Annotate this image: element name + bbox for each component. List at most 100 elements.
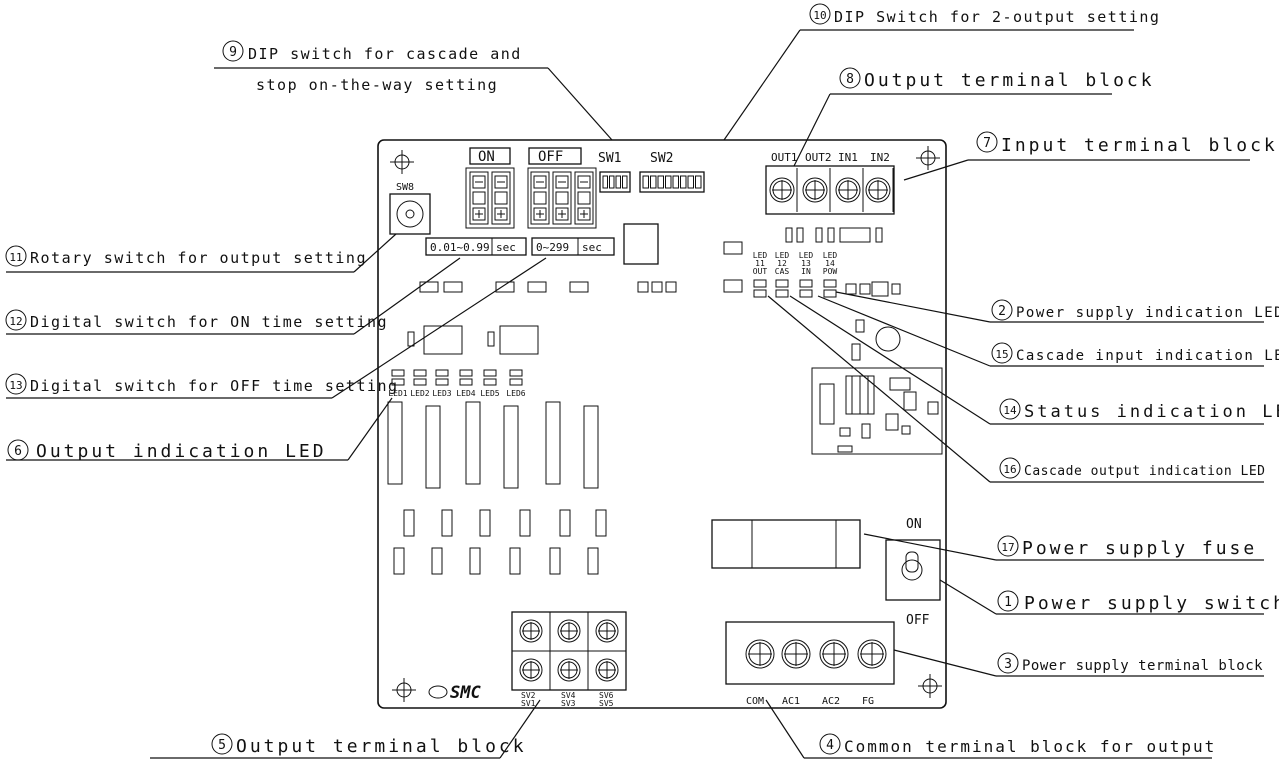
callout-11-num: 11: [9, 251, 22, 264]
dip-slot: [657, 175, 664, 189]
output-led-label: LED1: [388, 389, 407, 398]
status-led-label: 14: [825, 259, 835, 268]
mounting-hole-tl: [390, 150, 414, 174]
callout-16-text: Cascade output indication LED: [1024, 464, 1265, 479]
power-screw: [781, 639, 811, 669]
callout-15: 15 Cascade input indication LED: [991, 342, 1279, 364]
power-supply-fuse[interactable]: [711, 519, 861, 569]
dip-slot: [602, 175, 608, 189]
dip-slot: [672, 175, 679, 189]
top-terminal-screws: [769, 168, 894, 212]
driver-column: [583, 405, 599, 489]
status-led-label: OUT: [753, 267, 768, 276]
terminal-fg-label: FG: [862, 696, 874, 707]
small-vertical: [509, 547, 521, 575]
callout-1-num: 1: [1004, 595, 1012, 610]
callout-3-num: 3: [1004, 657, 1012, 672]
on-sec-label: sec: [496, 241, 516, 254]
dip-slot: [609, 175, 615, 189]
callout-14-num: 14: [1003, 404, 1017, 417]
dip-slot: [615, 175, 621, 189]
callout-7-num: 7: [983, 136, 991, 151]
small-vertical: [595, 509, 607, 537]
mounting-hole-br: [918, 674, 942, 698]
callout-10-text: DIP Switch for 2-output setting: [834, 8, 1160, 26]
small-vertical: [441, 509, 453, 537]
rotary-dial: [396, 200, 424, 228]
terminal-in1-label: IN1: [838, 151, 858, 164]
terminal-ac2-label: AC2: [822, 696, 840, 707]
dip-slots: [602, 175, 702, 189]
callout-8-num: 8: [846, 72, 854, 87]
callout-13: 13 Digital switch for OFF time setting: [5, 373, 397, 395]
dip-switch-sw1[interactable]: [599, 171, 631, 193]
terminal-screw: [835, 177, 861, 203]
callout-2-text: Power supply indication LED: [1016, 305, 1279, 321]
callout-4: 4 Common terminal block for output: [819, 733, 1214, 756]
small-vertical: [519, 509, 531, 537]
terminal-com-label: COM: [746, 696, 764, 707]
callout-1: 1 Power supply switch: [997, 590, 1279, 614]
callout-16-num: 16: [1003, 463, 1016, 476]
off-sec-box: [577, 237, 615, 256]
on-digital-switch[interactable]: [465, 167, 515, 229]
on-header-label: ON: [478, 149, 495, 165]
callout-17-text: Power supply fuse: [1022, 538, 1257, 559]
off-range-label: 0~299: [536, 241, 569, 254]
dip-slot: [695, 175, 702, 189]
driver-column: [545, 401, 561, 485]
small-vertical: [431, 547, 443, 575]
dip-slot: [622, 175, 628, 189]
status-led-label: IN: [801, 267, 811, 276]
dip-slot: [680, 175, 687, 189]
smc-brand-text: SMC: [450, 683, 481, 703]
power-supply-switch[interactable]: [885, 539, 941, 601]
callout-9-num: 9: [229, 45, 237, 60]
callout-14: 14 Status indication LED: [999, 398, 1279, 422]
switch-off-label: OFF: [906, 613, 930, 628]
callout-6: 6 Output indication LED: [7, 439, 324, 462]
driver-column: [465, 401, 481, 485]
callout-10-num: 10: [813, 9, 826, 22]
rotary-switch-sw8[interactable]: [389, 193, 431, 235]
status-led-label: LED: [753, 251, 768, 260]
small-vertical: [549, 547, 561, 575]
output-led-label: LED6: [506, 389, 525, 398]
callout-4-num: 4: [826, 738, 834, 753]
smc-logo: SMC: [428, 683, 481, 703]
callout-9-text: DIP switch for cascade and: [248, 45, 522, 63]
small-components-top: [723, 227, 901, 361]
driver-column: [387, 401, 403, 485]
switch-on-label: ON: [906, 517, 922, 532]
terminal-out1-label: OUT1: [771, 151, 798, 164]
status-led-label: POW: [823, 267, 838, 276]
rotary-knob: [405, 209, 415, 219]
off-header-label: OFF: [538, 149, 563, 165]
callout-6-num: 6: [14, 444, 22, 459]
on-range-label: 0.01~0.99: [430, 241, 490, 254]
callout-5-text: Output terminal block: [236, 736, 527, 757]
dip-slot: [642, 175, 649, 189]
status-led-label: 11: [755, 259, 765, 268]
small-vertical: [587, 547, 599, 575]
small-vertical: [403, 509, 415, 537]
sv-screw: [519, 658, 543, 682]
off-digital-switch[interactable]: [527, 167, 597, 229]
terminal-out2-label: OUT2: [805, 151, 832, 164]
sv3-label: SV3: [561, 699, 576, 708]
sv2-label: SV2: [521, 691, 536, 700]
small-vertical: [559, 509, 571, 537]
sw8-label: SW8: [396, 182, 414, 193]
power-screw: [745, 639, 775, 669]
sw1-label: SW1: [598, 151, 621, 166]
power-terminal-block[interactable]: [725, 621, 895, 685]
dip-switch-sw2[interactable]: [639, 171, 705, 193]
callout-17-num: 17: [1001, 541, 1014, 554]
dip-slot: [665, 175, 672, 189]
